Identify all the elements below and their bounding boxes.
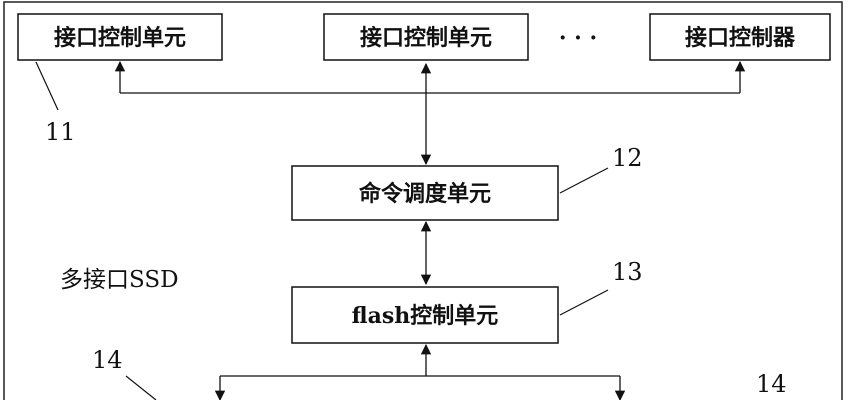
interface-control-unit-label-middle: 接口控制单元 <box>360 25 492 51</box>
ref-number-12: 12 <box>612 144 643 172</box>
ellipsis: · · · <box>559 25 597 51</box>
command-scheduler-label: 命令调度单元 <box>359 181 491 207</box>
ref-number-11: 11 <box>45 118 76 146</box>
interface-controller-label-right: 接口控制器 <box>685 25 796 51</box>
leader-line-11 <box>35 61 59 111</box>
interface-controller-box-right <box>649 13 831 61</box>
leader-line-13 <box>559 289 609 316</box>
flash-control-box <box>291 286 559 344</box>
ref-number-14-right: 14 <box>756 370 787 398</box>
ref-number-14-left: 14 <box>92 346 123 374</box>
interface-control-unit-label-left: 接口控制单元 <box>54 25 186 51</box>
interface-control-unit-box-left <box>17 13 223 61</box>
leader-line-12 <box>559 167 609 194</box>
ssd-outer-frame <box>3 1 843 400</box>
flash-control-label: flash控制单元 <box>352 303 499 329</box>
interface-control-unit-box-middle <box>323 13 529 61</box>
leader-line-14-left <box>125 375 157 400</box>
device-label: 多接口SSD <box>60 267 179 293</box>
ref-number-13: 13 <box>612 258 643 286</box>
command-scheduler-box <box>291 165 559 221</box>
